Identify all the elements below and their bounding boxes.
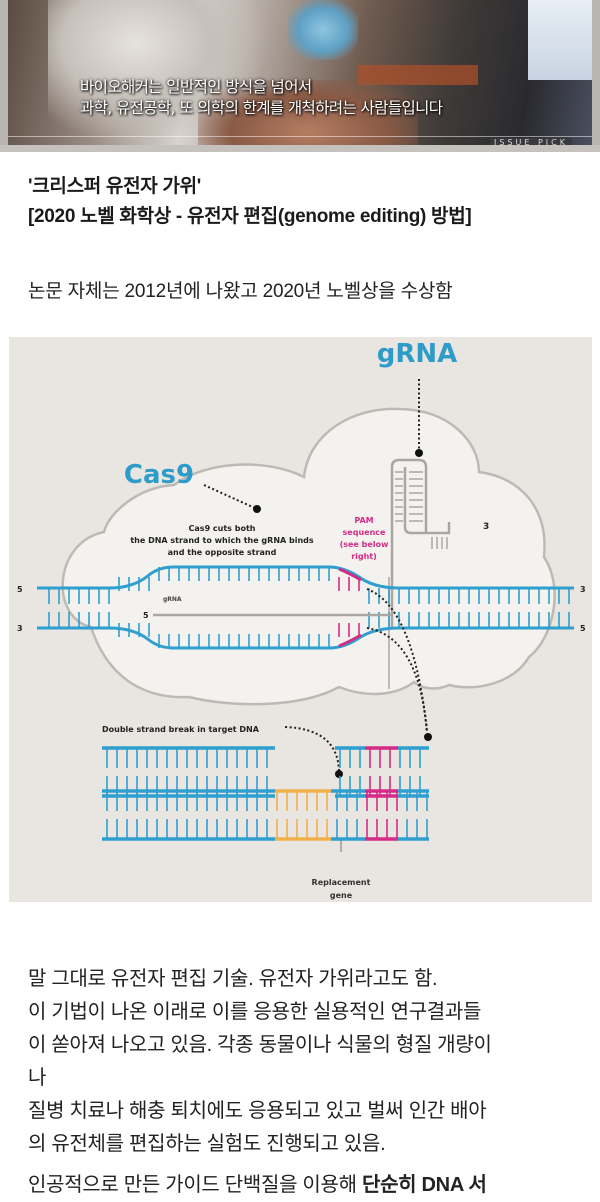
scene-monitor (528, 0, 592, 80)
grna-5-label: 5 (143, 611, 149, 620)
watermark: ISSUE PICK (490, 138, 572, 147)
body-line: 말 그대로 유전자 편집 기술. 유전자 가위라고도 함. (28, 968, 438, 990)
dna-lower-strand (37, 612, 574, 650)
heading-line: [2020 노벨 화학상 - 유전자 편집(genome editing) 방법… (28, 206, 472, 227)
body-line: 나 (28, 1067, 47, 1089)
break-note: Double strand break in target DNA (102, 725, 260, 734)
body-line: 질병 치료나 해충 퇴치에도 응용되고 있고 벌써 인간 배아 (28, 1100, 487, 1122)
scene-glove (288, 0, 358, 60)
dna-fragment-left (102, 746, 275, 798)
watermark-rule (8, 136, 592, 137)
post-heading: '크리스퍼 유전자 가위' [2020 노벨 화학상 - 유전자 편집(geno… (28, 172, 472, 232)
cas9-note-line: Cas9 cuts both (189, 524, 256, 533)
pam-note-line: sequence (343, 528, 386, 537)
cas9-note-line: the DNA strand to which the gRNA binds (130, 536, 314, 545)
video-thumbnail[interactable]: 바이오해커는 일반적인 방식을 넘어서 과학, 유전공학, 또 의학의 한계를 … (0, 0, 600, 152)
body-line: 이 쏟아져 나오고 있음. 각종 동물이나 식물의 형질 개량이 (28, 1034, 492, 1056)
body-line: 인공적으로 만든 가이드 단백질을 이용해 단순히 DNA 서 (28, 1169, 588, 1202)
grna-hairpin (390, 458, 451, 627)
video-scene (8, 0, 592, 145)
replacement-label-line: gene (330, 891, 353, 900)
pam-note-line: PAM (354, 516, 373, 525)
dna-repaired (102, 789, 429, 841)
cas9-note-line: and the opposite strand (168, 548, 277, 557)
pam-note-line: right) (351, 552, 377, 561)
dna-fragment-right (335, 746, 429, 798)
heading-line: '크리스퍼 유전자 가위' (28, 176, 202, 197)
video-subtitle: 바이오해커는 일반적인 방식을 넘어서 과학, 유전공학, 또 의학의 한계를 … (80, 77, 443, 119)
replacement-label-line: Replacement (312, 878, 371, 887)
crispr-diagram: gRNA Cas9 Cas9 cuts both the DNA strand … (9, 337, 592, 902)
dna-end-label: 3 (17, 624, 23, 633)
subtitle-line: 과학, 유전공학, 또 의학의 한계를 개척하려는 사람들입니다 (80, 99, 443, 117)
break-callout-dot (335, 770, 343, 778)
grna-small-label: gRNA (163, 596, 182, 603)
pam-callout-dot (424, 733, 432, 741)
pam-callout-line-2 (366, 627, 428, 733)
cas9-callout-dot (253, 505, 261, 513)
body-line-bold: 단순히 DNA 서 (361, 1174, 487, 1196)
dna-backbone-bottom (37, 626, 574, 650)
grna-title: gRNA (377, 339, 458, 369)
crispr-diagram-svg: gRNA Cas9 Cas9 cuts both the DNA strand … (17, 339, 586, 900)
cas9-callout-line (203, 484, 258, 510)
dna-backbone-top (37, 565, 574, 590)
subtitle-line: 바이오해커는 일반적인 방식을 넘어서 (80, 78, 312, 96)
frame-border (0, 145, 600, 152)
scene-arm (198, 80, 418, 145)
grna-hairpin-3-label: 3 (483, 522, 489, 532)
dna-end-label: 5 (580, 624, 586, 633)
grna-callout-dot (415, 449, 423, 457)
dna-upper-strand (37, 565, 574, 604)
body-paragraph: 말 그대로 유전자 편집 기술. 유전자 가위라고도 함. 이 기법이 나온 이… (28, 963, 588, 1202)
intro-text: 논문 자체는 2012년에 나왔고 2020년 노벨상을 수상함 (28, 281, 453, 302)
break-callout-line (284, 726, 340, 774)
dna-end-label: 5 (17, 585, 23, 594)
cas9-protein-shape (61, 407, 556, 706)
body-line: 이 기법이 나온 이래로 이를 응용한 실용적인 연구결과들 (28, 1001, 482, 1023)
pam-note-line: (see below (340, 540, 389, 549)
body-line: 의 유전체를 편집하는 실험도 진행되고 있음. (28, 1133, 386, 1155)
dna-end-label: 3 (580, 585, 586, 594)
body-line-plain: 인공적으로 만든 가이드 단백질을 이용해 (28, 1174, 362, 1196)
cas9-title: Cas9 (124, 460, 194, 490)
